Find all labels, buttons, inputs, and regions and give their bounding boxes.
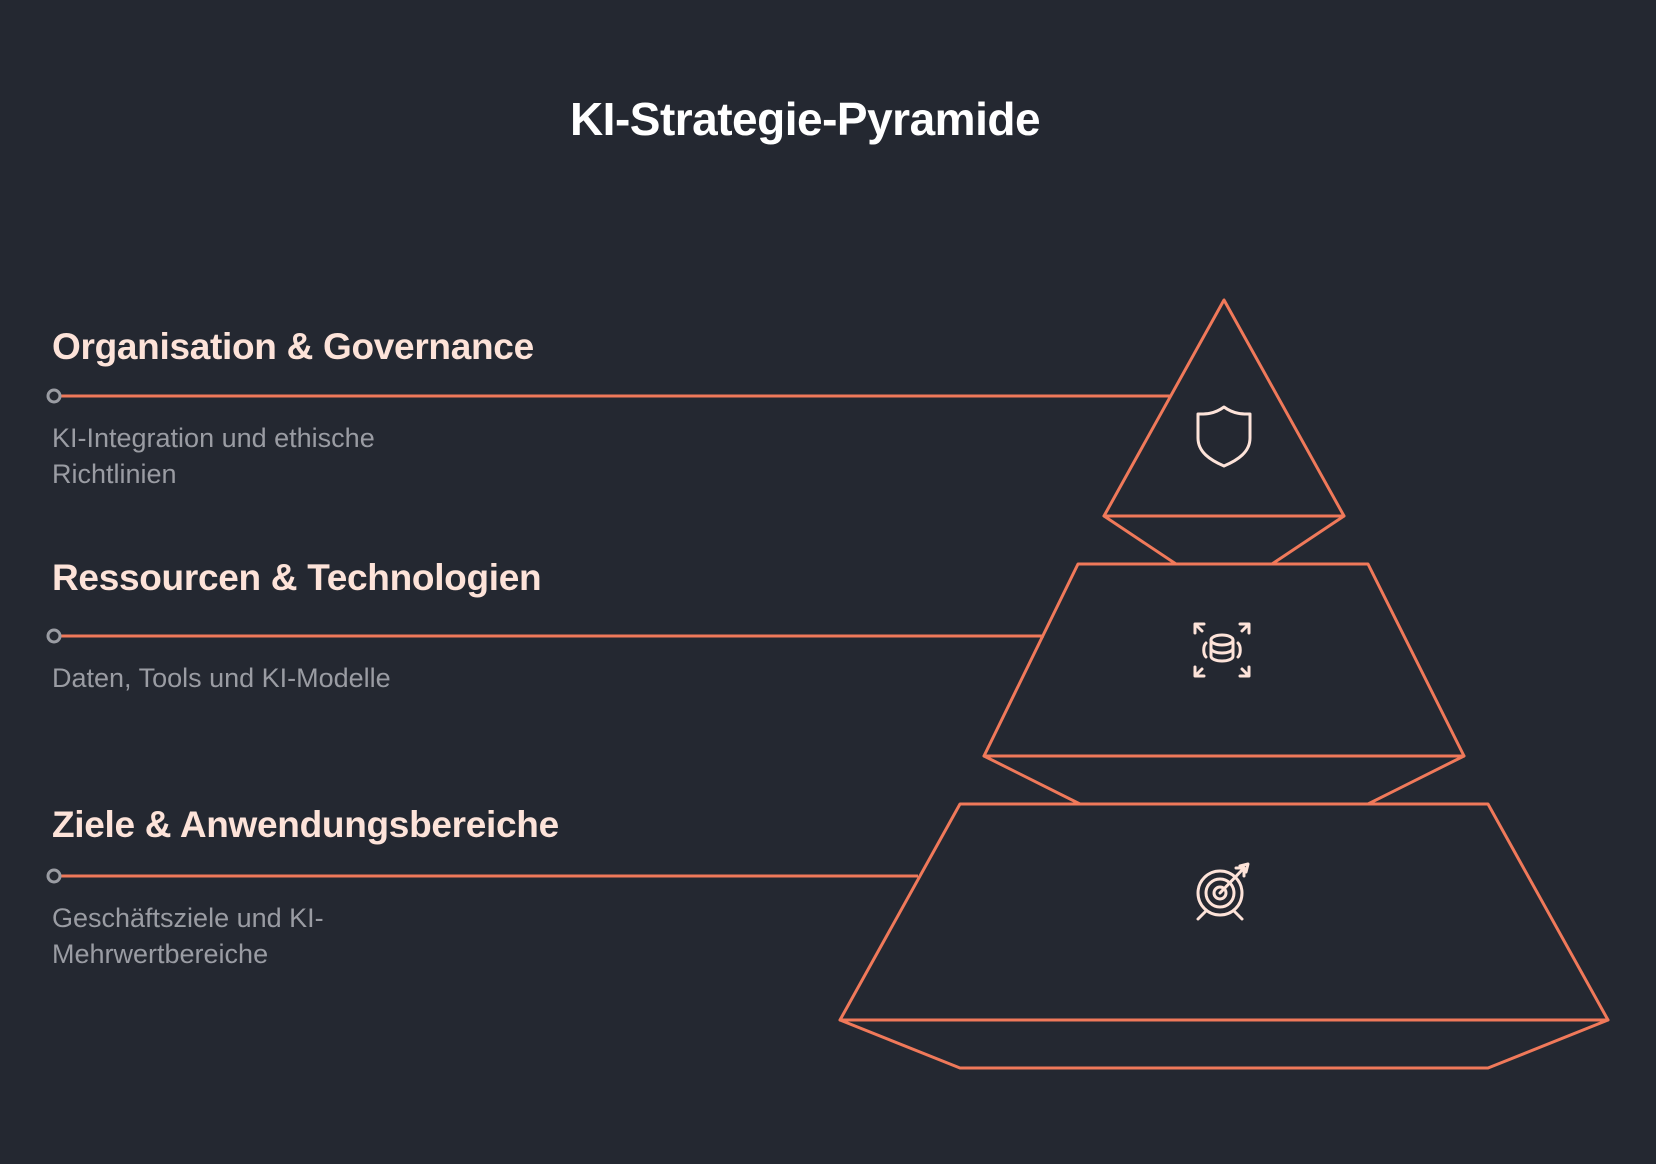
tier-3-title: Ziele & Anwendungsbereiche	[52, 804, 559, 845]
tier-3-description: Geschäftsziele und KI-Mehrwertbereiche	[52, 903, 324, 969]
tier-3-connector-dot	[46, 868, 62, 884]
tier-1-description: KI-Integration und ethische Richtlinien	[52, 423, 375, 489]
pyramid-bottom-segment	[838, 802, 1610, 1022]
tier-2-description: Daten, Tools und KI-Modelle	[52, 663, 391, 693]
pyramid-base-bevel	[838, 1018, 1610, 1070]
pyramid-bevel-2	[982, 754, 1466, 806]
tier-1-connector-dot	[46, 388, 62, 404]
database-scan-icon	[1193, 622, 1251, 678]
target-arrow-icon	[1196, 862, 1250, 921]
shield-icon	[1196, 405, 1252, 468]
tier-2-title: Ressourcen & Technologien	[52, 557, 542, 598]
pyramid-bevel-1	[1102, 514, 1346, 566]
tier-1-title: Organisation & Governance	[52, 326, 534, 367]
tier-2-connector-dot	[46, 628, 62, 644]
diagram-title: KI-Strategie-Pyramide	[569, 93, 1041, 145]
